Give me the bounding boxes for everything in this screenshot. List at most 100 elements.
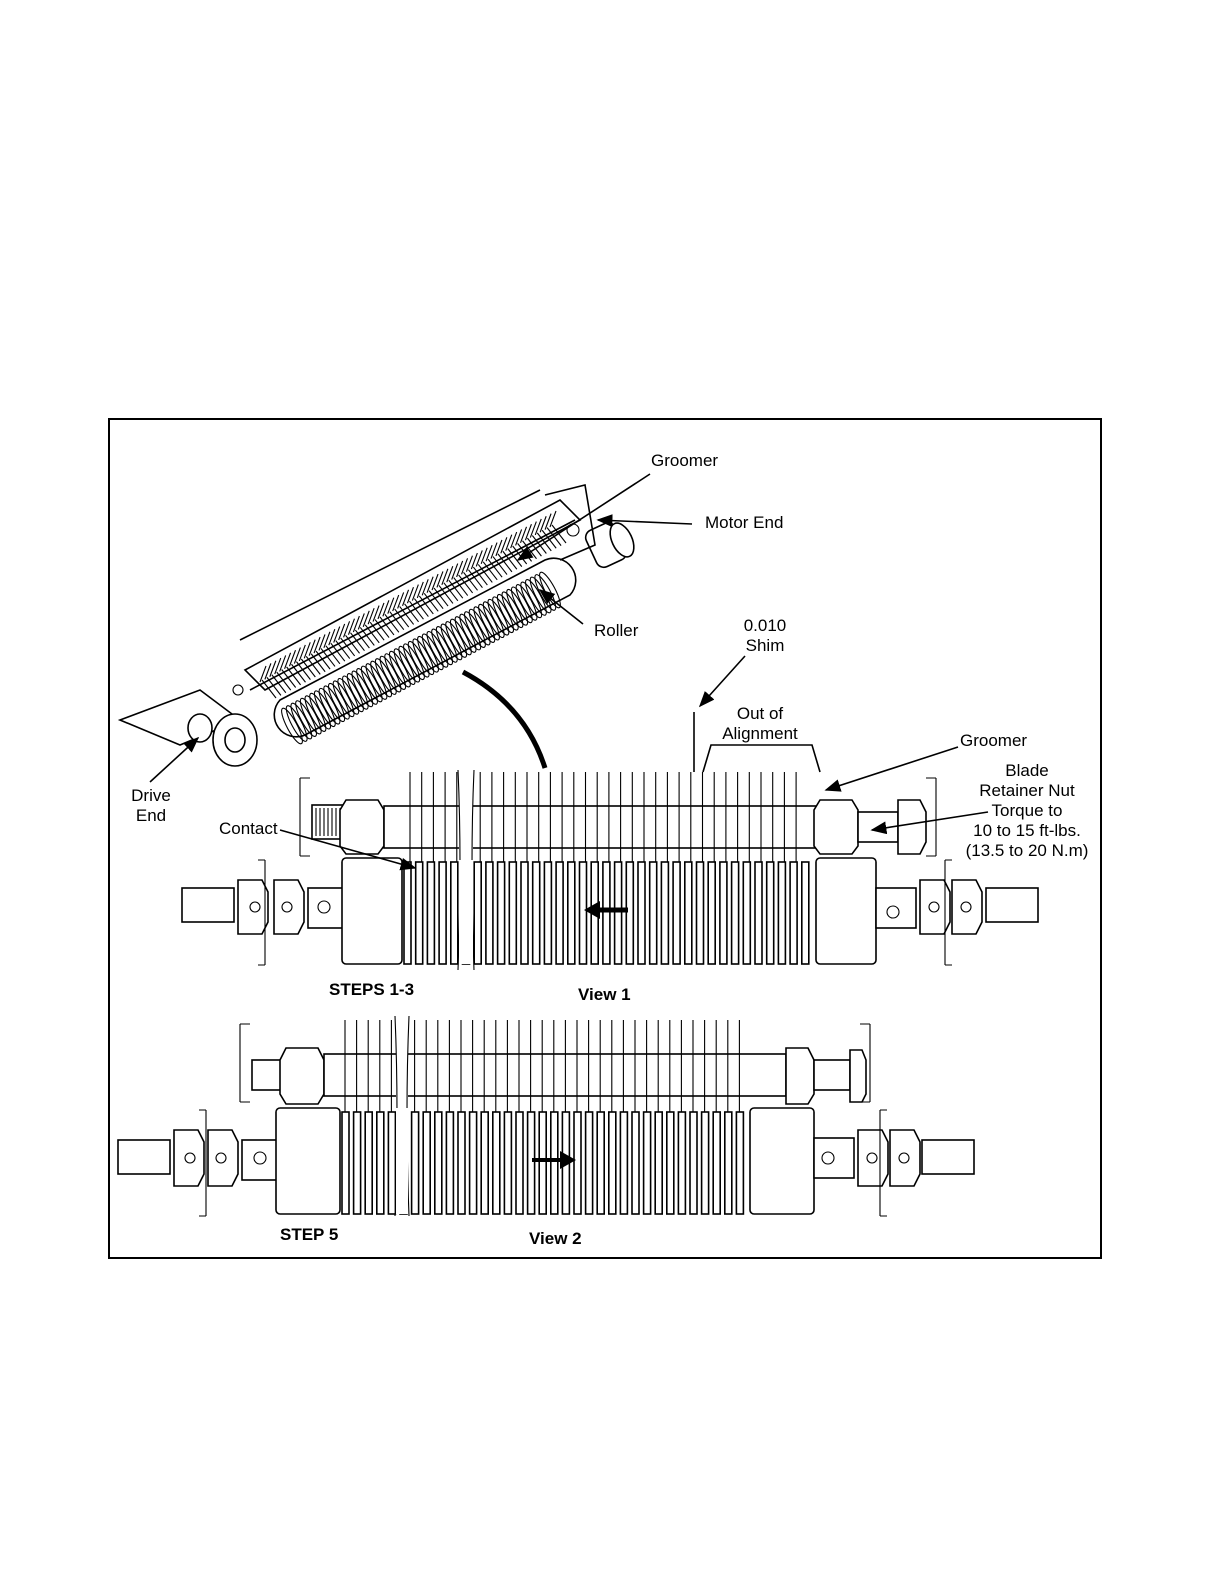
roller-ring [574,1112,581,1214]
blade-line [417,582,423,598]
blade-line [370,622,384,640]
roller-ring [544,862,551,964]
roller-ring [743,862,750,964]
blade-line [365,625,379,643]
blade-line [427,577,433,593]
roller-ring [509,862,516,964]
blade-line [316,651,330,669]
blade-line [353,616,359,632]
blade-line [296,662,310,680]
roller-ring [620,1112,627,1214]
blade-line [432,574,438,590]
roller-ring [661,862,668,964]
roller-ring [521,862,528,964]
roller-ring [580,862,587,964]
roller-ring [790,862,797,964]
blade-line [336,641,350,659]
label-motor-end: Motor End [705,513,783,532]
roller-ring [493,1112,500,1214]
blade-line [299,645,305,661]
blade-line [301,659,315,677]
label-view-1: View 1 [578,985,631,1004]
roller-ring [416,862,423,964]
roller-ring [388,1112,395,1214]
blade-line [412,585,418,601]
roller-ring [597,1112,604,1214]
label-roller: Roller [594,621,639,640]
label-alignment: Alignment [722,724,798,743]
blade-line [341,638,355,656]
roller-ring [504,1112,511,1214]
roller-ring [470,1112,477,1214]
blade-line [275,658,281,674]
blade-line [496,540,502,556]
roller-ring [615,862,622,964]
blade-line [344,621,350,637]
blade-line [319,634,325,650]
roller-ring [427,862,434,964]
blade-line [422,579,428,595]
blade-line [272,675,286,693]
blade-line [285,653,291,669]
blade-line [265,663,271,679]
blade-line [447,566,453,582]
blade-line [309,640,315,656]
roller-ring [603,862,610,964]
blade-line [368,608,374,624]
blade-line [388,598,394,614]
roller-ring [697,862,704,964]
blade-line [350,633,364,651]
blade-line [358,613,364,629]
roller-ring [458,1112,465,1214]
blade-line [280,655,286,671]
blade-line [294,648,300,664]
label-drive: Drive [131,786,171,805]
blade-line [525,524,531,540]
blade-line [506,535,512,551]
blade-line [457,561,463,577]
label-steps-1-3: STEPS 1-3 [329,980,414,999]
label-contact: Contact [219,819,278,838]
blade-line [355,630,369,648]
blade-line [314,637,320,653]
blade-line [326,646,340,664]
label-end: End [136,806,166,825]
roller-ring [632,1112,639,1214]
roller-ring [533,862,540,964]
blade-line [545,514,551,530]
blade-line [476,550,482,566]
blade-line [383,600,389,616]
roller-ring [720,862,727,964]
view-1-drawing [182,770,1038,970]
roller-ring [474,862,481,964]
blade-line [516,529,522,545]
blade-line [291,664,305,682]
label-groomer-top: Groomer [651,451,718,470]
label-blade: Blade [1005,761,1048,780]
roller-ring [678,1112,685,1214]
blade-line [306,656,320,674]
blade-line [398,592,404,608]
blade-line [289,650,295,666]
label-retainer-nut: Retainer Nut [979,781,1075,800]
blade-line [466,556,472,572]
blade-line [471,553,477,569]
label-shim-value: 0.010 [744,616,787,635]
label-out-of: Out of [737,704,784,723]
roller-ring [365,1112,372,1214]
blade-line [282,669,296,687]
roller-ring [439,862,446,964]
label-torque-value: 10 to 15 ft-lbs. [973,821,1081,840]
view-2-drawing [118,1016,974,1216]
roller-ring [667,1112,674,1214]
blade-line [346,635,360,653]
roller-ring [778,862,785,964]
roller-ring [377,1112,384,1214]
blade-line [452,564,458,580]
blade-line [304,642,310,658]
roller-ring [551,1112,558,1214]
roller-ring [767,862,774,964]
roller-ring [568,862,575,964]
blade-line [277,672,291,690]
roller-ring [638,862,645,964]
